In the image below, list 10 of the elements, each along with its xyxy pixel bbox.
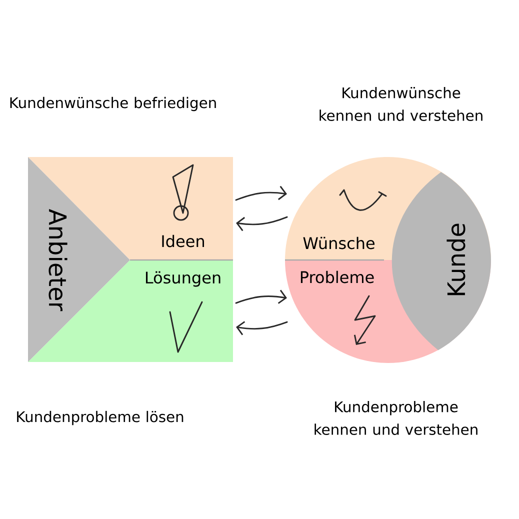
arrow — [236, 321, 288, 336]
arrow — [235, 290, 287, 304]
caption-text: Kundenprobleme lösen — [17, 410, 184, 426]
provider-triangle: Anbieter — [28, 157, 130, 362]
caption-text: Kundenwünsche befriedigen — [10, 96, 216, 112]
customer-lens: Kunde — [392, 172, 491, 350]
arrow — [235, 186, 287, 201]
caption-text: Kundenwünsche kennen und verstehen — [320, 87, 482, 122]
arrow — [236, 216, 288, 232]
caption-text: Kundenprobleme kennen und verstehen — [314, 401, 478, 436]
